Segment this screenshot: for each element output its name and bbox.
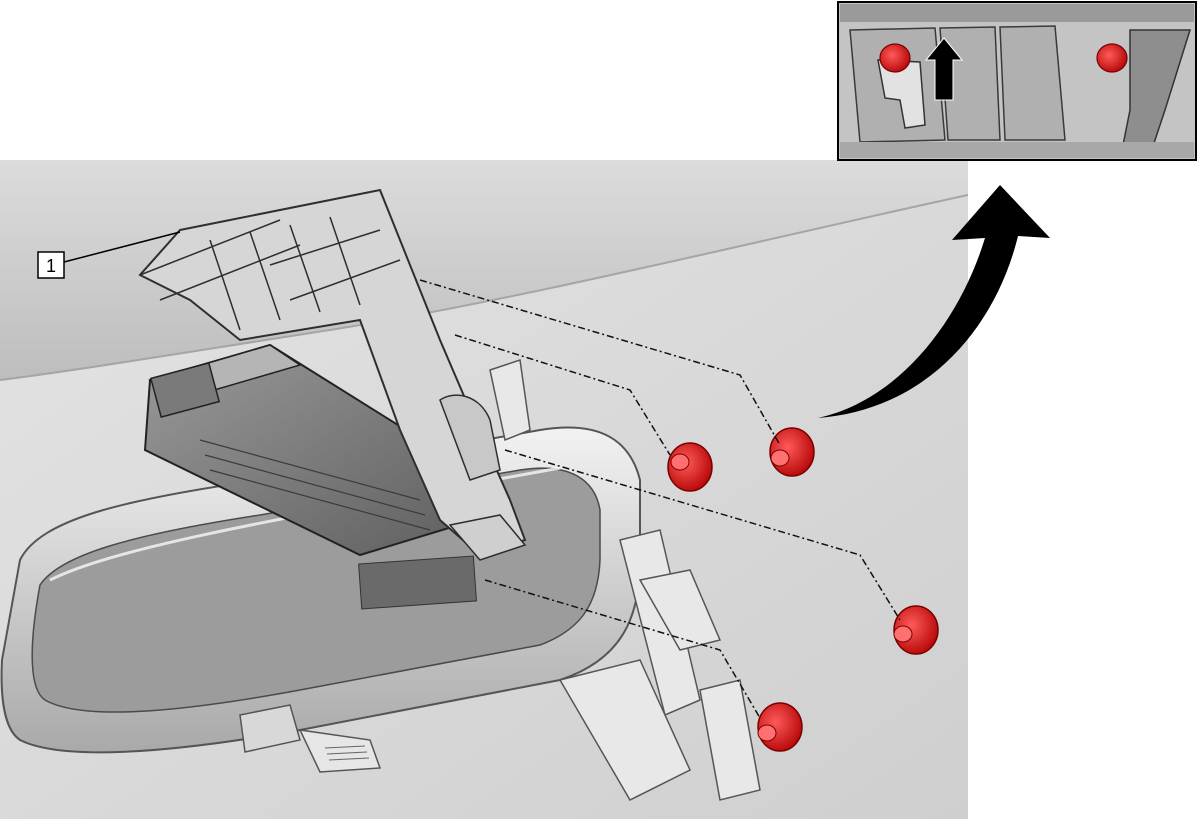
inset-red-clip: [1096, 43, 1128, 73]
red-clip: [893, 605, 939, 655]
red-clip: [667, 442, 713, 492]
dashed-leaders: [419, 279, 901, 719]
leader-line: [419, 279, 781, 446]
leader-line: [504, 449, 901, 621]
cover-foot: [448, 514, 527, 561]
mirror-tab-grille: [324, 745, 370, 761]
inset-clip-bracket: [877, 59, 926, 129]
leader-line: [484, 579, 761, 719]
callout-leader: [63, 231, 181, 263]
red-clip: [757, 702, 803, 752]
windshield-mount-bracket: [489, 359, 761, 801]
mirror-base-plate: [358, 555, 477, 610]
cover-panel: [138, 188, 527, 561]
callout-label: 1: [46, 256, 56, 276]
module-ribs: [199, 439, 431, 531]
callout-1: 1: [37, 231, 181, 279]
inset-red-clip: [879, 43, 911, 73]
mirror-tab: [239, 704, 301, 753]
curved-arrow-icon: [818, 185, 1050, 418]
cover-latch: [439, 394, 501, 481]
leader-line: [454, 334, 671, 456]
arrow-up-icon: [924, 37, 964, 101]
clip-group: [667, 427, 939, 752]
module-connector: [149, 361, 221, 419]
detail-inset: [837, 1, 1197, 161]
mirror-tab-right: [298, 729, 382, 773]
inset-bottom-band: [840, 142, 1194, 158]
callout-box: [37, 251, 65, 279]
electronic-module: [143, 343, 477, 557]
cover-ribs: [139, 216, 401, 331]
inset-top-band: [840, 4, 1194, 22]
red-clip: [769, 427, 815, 477]
